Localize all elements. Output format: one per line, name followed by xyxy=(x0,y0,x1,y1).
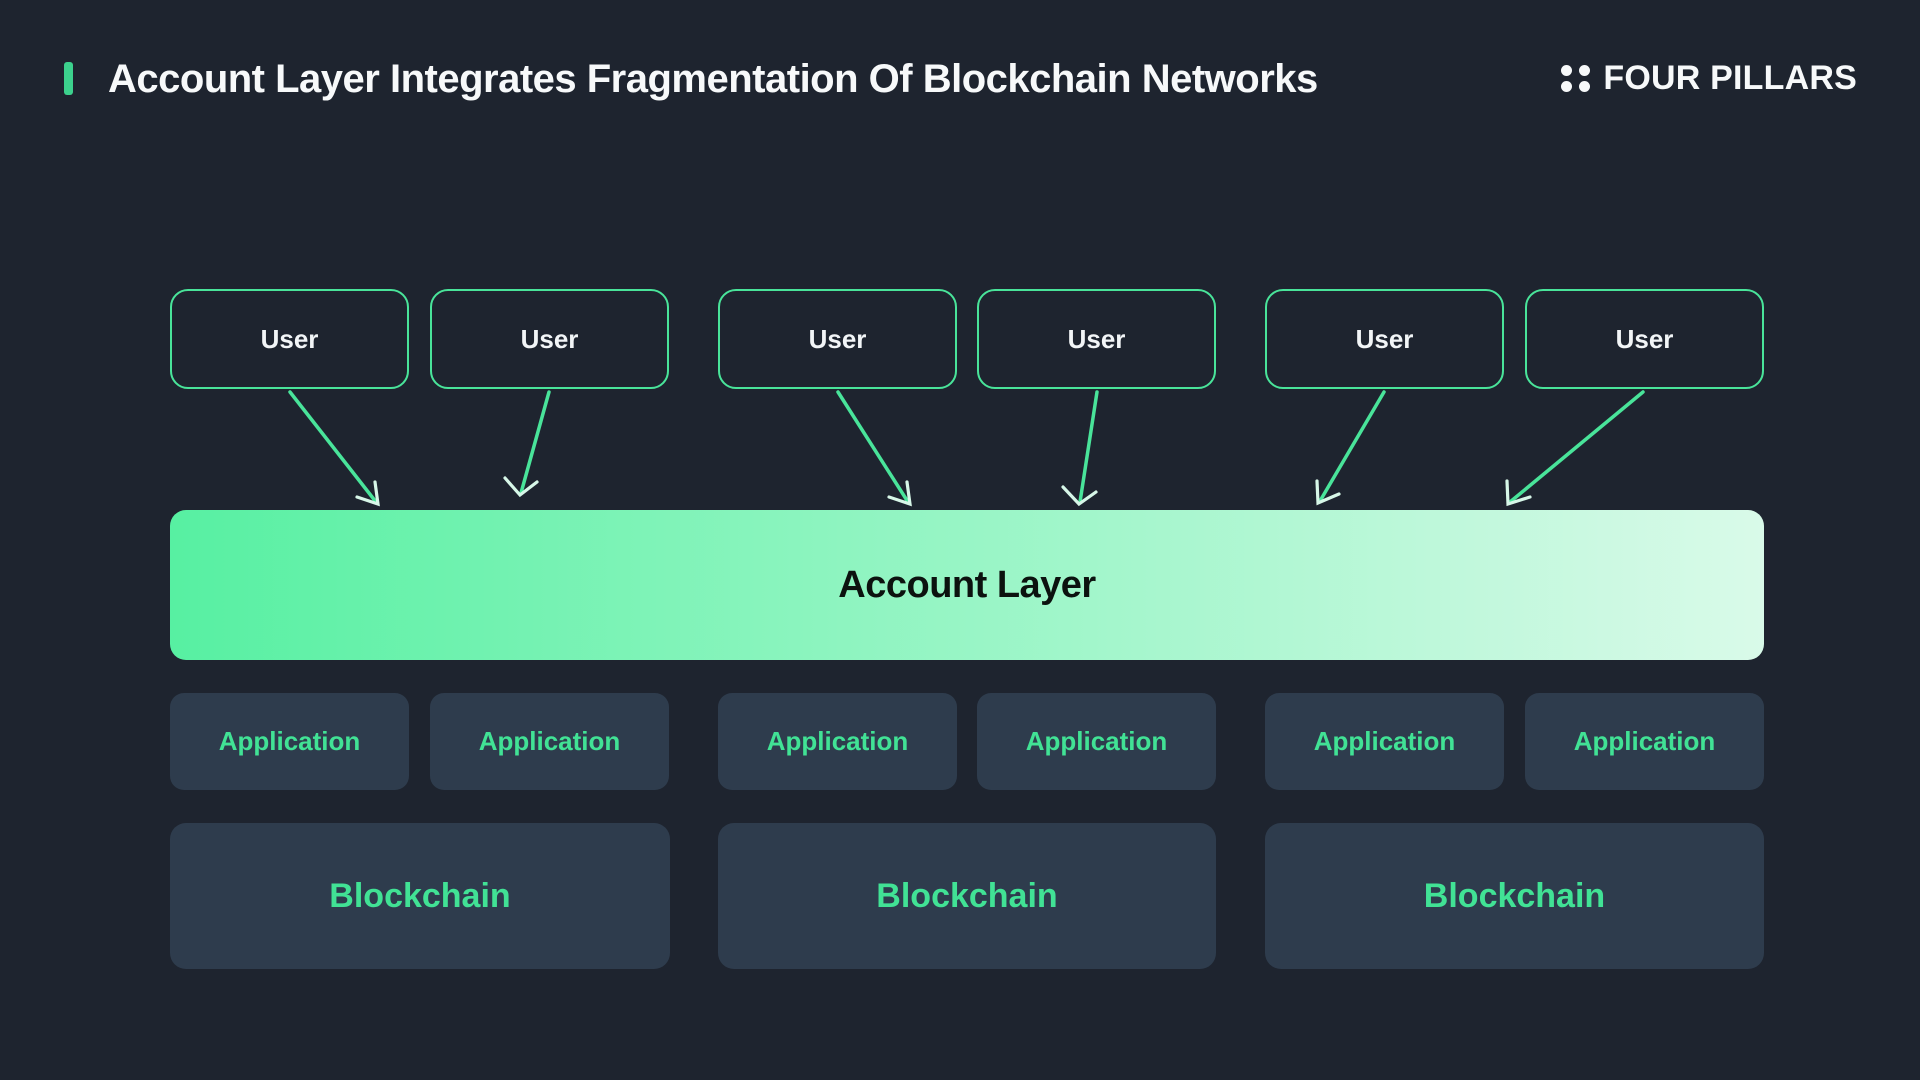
arrow-shaft xyxy=(288,390,378,504)
user-box-3: User xyxy=(718,289,957,389)
application-box-label: Application xyxy=(478,726,621,756)
arrowhead-icon xyxy=(1061,485,1098,507)
user-box-label: User xyxy=(808,323,867,354)
application-box-3: Application xyxy=(718,693,957,790)
header: Account Layer Integrates Fragmentation O… xyxy=(0,0,1920,120)
user-box-1: User xyxy=(170,289,409,389)
user-box-4: User xyxy=(977,289,1216,389)
dot xyxy=(1561,64,1573,76)
arrow-shaft xyxy=(1318,390,1386,503)
user-box-label: User xyxy=(520,323,579,354)
application-box-1: Application xyxy=(170,693,409,790)
arrow-shaft xyxy=(519,390,551,495)
page-title: Account Layer Integrates Fragmentation O… xyxy=(108,57,1318,101)
user-box-label: User xyxy=(260,323,319,354)
blockchain-box-label: Blockchain xyxy=(1423,876,1606,915)
application-box-2: Application xyxy=(430,693,669,790)
arrow-shaft xyxy=(836,390,910,504)
user-box-label: User xyxy=(1615,323,1674,354)
four-dots-grid-icon xyxy=(1561,64,1591,92)
application-box-label: Application xyxy=(218,726,361,756)
arrow-shaft xyxy=(1508,390,1645,504)
application-box-label: Application xyxy=(766,726,909,756)
account-layer-bar: Account Layer xyxy=(170,510,1764,660)
application-box-4: Application xyxy=(977,693,1216,790)
dot xyxy=(1579,80,1591,92)
blockchain-box-label: Blockchain xyxy=(329,876,511,915)
account-layer-label: Account Layer xyxy=(838,563,1096,606)
application-box-label: Application xyxy=(1025,726,1168,756)
arrowhead-icon xyxy=(355,480,380,507)
arrowhead-icon xyxy=(1505,479,1532,507)
brand-logo: FOUR PILLARS xyxy=(1561,57,1857,99)
blockchain-box-3: Blockchain xyxy=(1265,823,1764,969)
arrow-shaft xyxy=(1078,390,1099,504)
user-box-label: User xyxy=(1355,323,1414,354)
application-box-6: Application xyxy=(1525,693,1764,790)
application-box-label: Application xyxy=(1313,726,1456,756)
dot xyxy=(1561,80,1573,92)
application-box-5: Application xyxy=(1265,693,1504,790)
user-box-6: User xyxy=(1525,289,1764,389)
arrowhead-icon xyxy=(887,480,912,507)
user-box-5: User xyxy=(1265,289,1504,389)
blockchain-box-2: Blockchain xyxy=(718,823,1216,969)
arrowhead-icon xyxy=(1315,479,1341,506)
application-box-label: Application xyxy=(1573,726,1716,756)
dot xyxy=(1579,64,1591,76)
user-box-2: User xyxy=(430,289,669,389)
title-accent-bar xyxy=(64,62,73,95)
blockchain-box-label: Blockchain xyxy=(876,876,1058,915)
arrowhead-icon xyxy=(503,476,539,498)
brand-name: FOUR PILLARS xyxy=(1603,58,1857,97)
user-box-label: User xyxy=(1067,323,1126,354)
blockchain-box-1: Blockchain xyxy=(170,823,670,969)
